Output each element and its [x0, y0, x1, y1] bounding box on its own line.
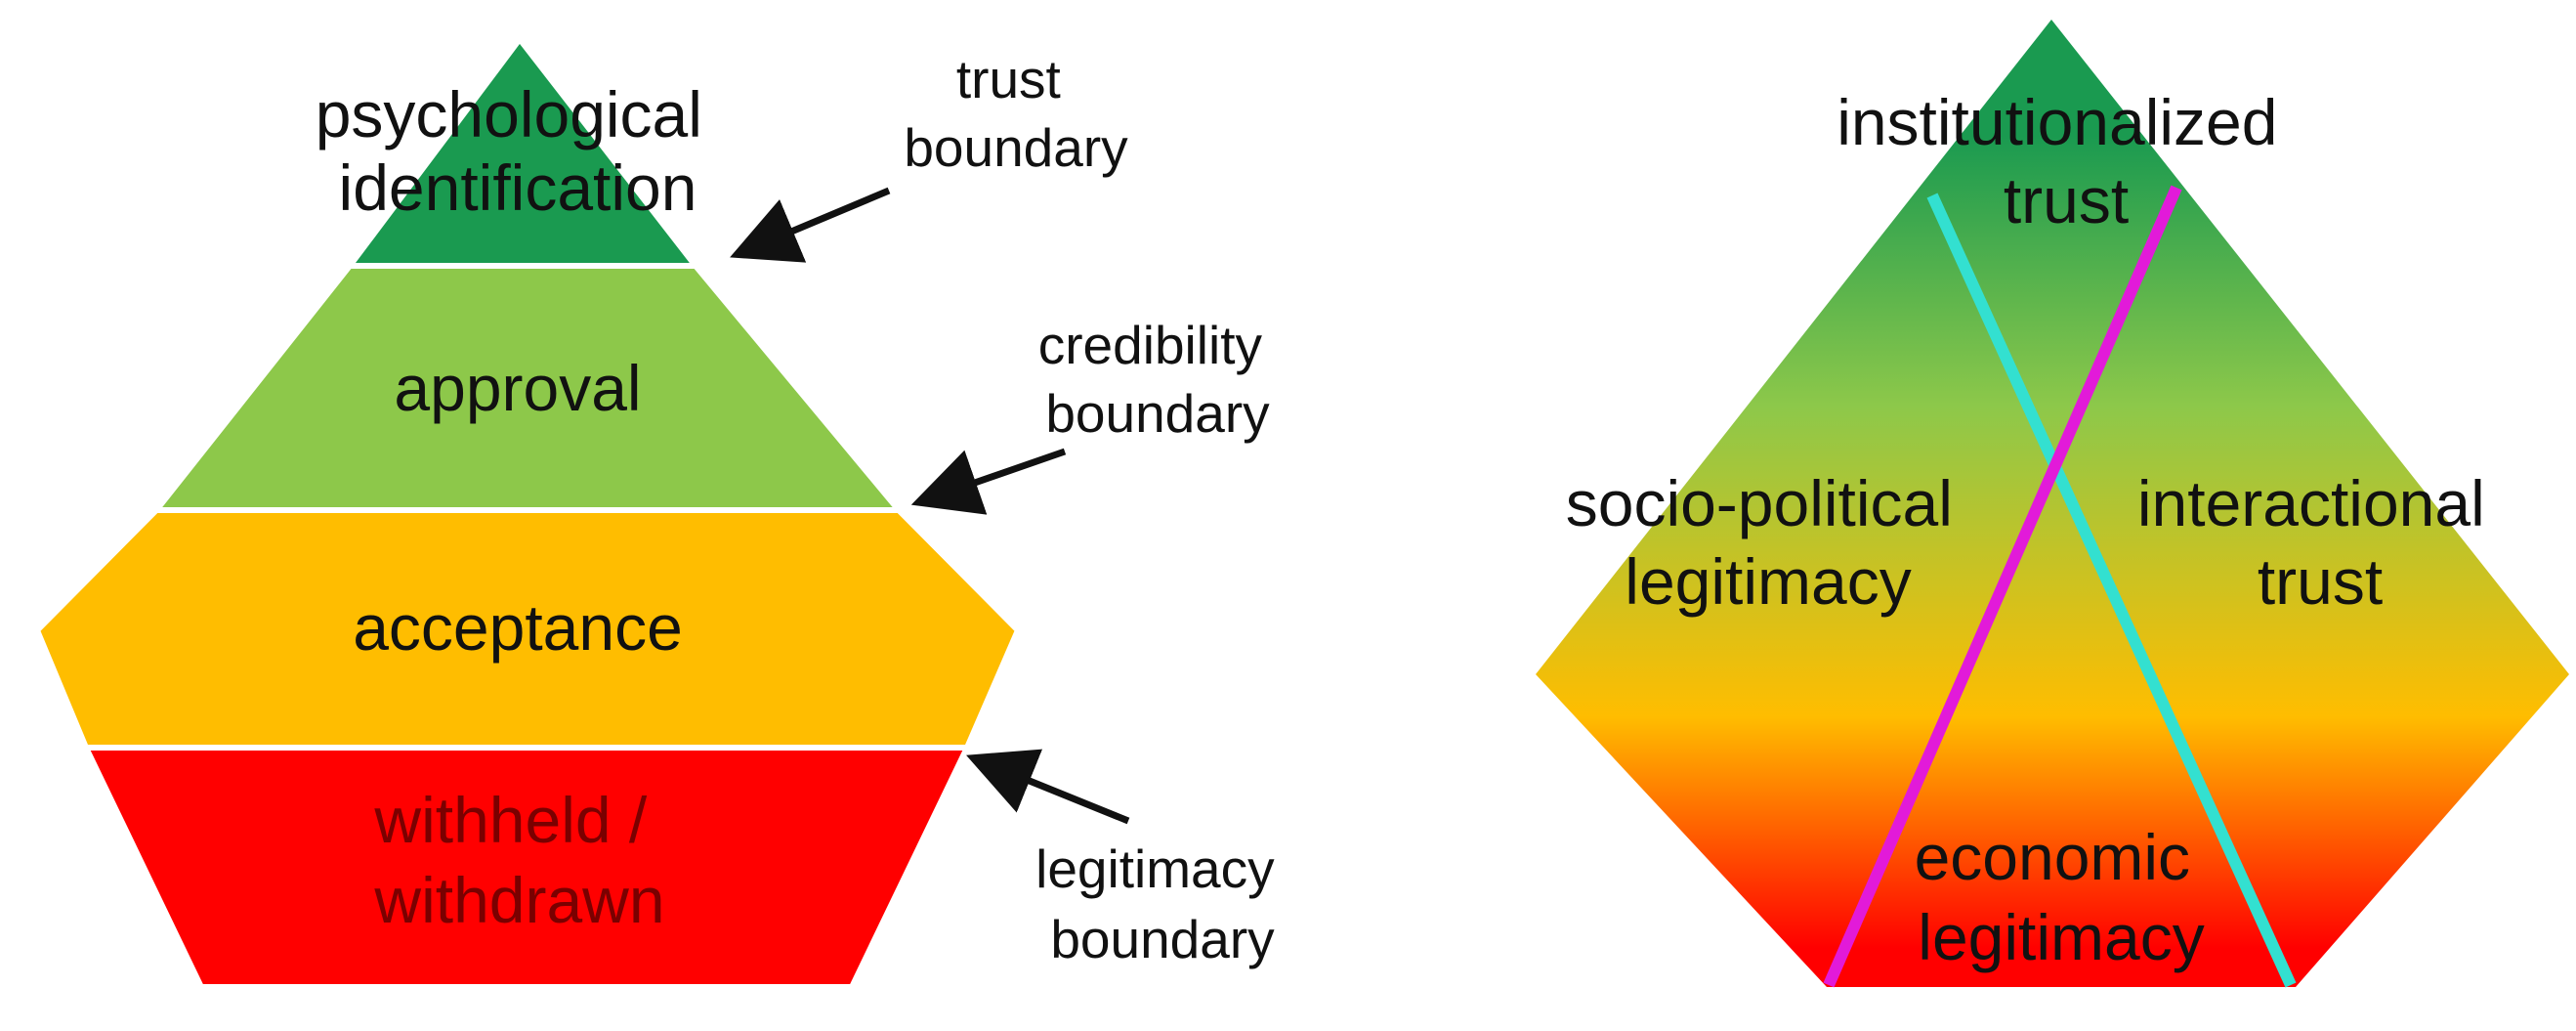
trust-boundary-arrow — [730, 187, 891, 263]
economic-legitimacy-label: economic legitimacy — [1915, 821, 2209, 973]
legitimacy-boundary-label: legitimacy boundary — [1035, 838, 1289, 969]
socio-political-legitimacy-label: socio-political legitimacy — [1566, 467, 1971, 618]
boundary-annotations: trust boundary credibility boundary legi… — [730, 49, 1289, 969]
institutionalized-trust-label: institutionalized trust — [1837, 86, 2296, 236]
diamond-shape — [1536, 20, 2569, 987]
credibility-boundary-arrow — [910, 448, 1067, 515]
trust-boundary-label: trust boundary — [904, 49, 1128, 178]
interactional-trust-label: interactional trust — [2137, 467, 2503, 618]
legitimacy-diamond: institutionalized trust socio-political … — [1536, 20, 2569, 988]
legitimacy-boundary-arrow — [966, 749, 1130, 825]
credibility-boundary-label: credibility boundary — [1038, 315, 1278, 444]
magenta-divider-line — [1823, 185, 2182, 988]
pyramid-level-withheld-withdrawn — [81, 745, 972, 990]
cyan-divider-line — [1926, 193, 2297, 988]
legitimacy-pyramid: psychological identification approval ac… — [33, 34, 1022, 990]
pyramid-level-label: acceptance — [353, 591, 683, 664]
pyramid-level-label: approval — [394, 352, 641, 424]
pyramid-level-label: withheld / withdrawn — [373, 784, 664, 936]
pyramid-level-label: psychological identification — [316, 78, 721, 224]
